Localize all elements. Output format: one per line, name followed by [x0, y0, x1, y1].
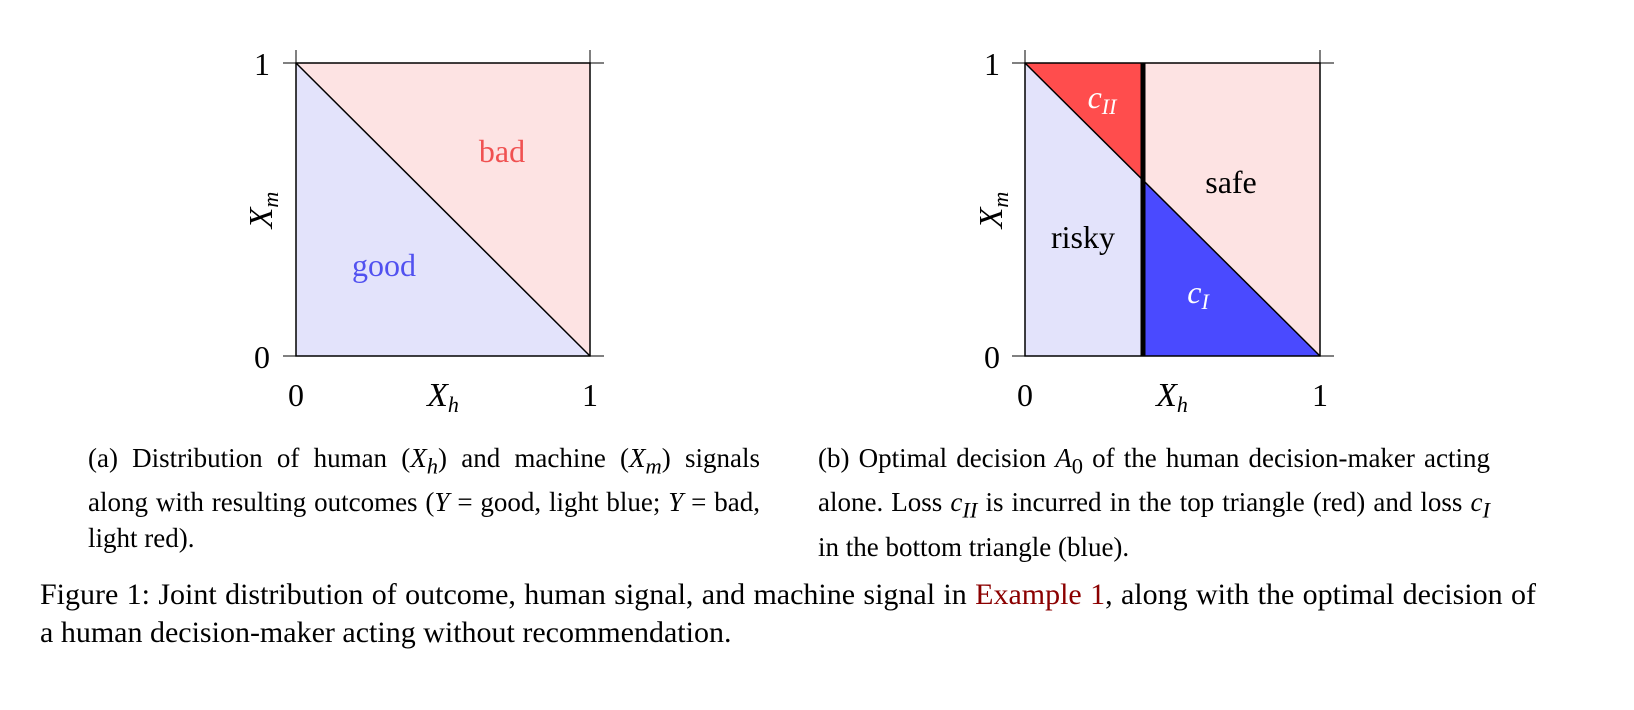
- x-tick-1: 1: [582, 377, 598, 413]
- x-tick-1: 1: [1312, 377, 1328, 413]
- region-label-safe: safe: [1205, 164, 1257, 200]
- subcaption-b: (b) Optimal decision A0 of the human dec…: [818, 443, 1490, 562]
- region-label-risky: risky: [1051, 219, 1115, 255]
- y-tick-0: 0: [254, 339, 270, 375]
- region-label-cII: cII: [1088, 79, 1119, 119]
- diagonal-boundary: [295, 62, 591, 357]
- region-label-good: good: [352, 247, 416, 283]
- safe-region: [1143, 63, 1320, 356]
- region-label-bad: bad: [479, 133, 525, 169]
- x-axis-label: Xh: [1154, 377, 1188, 417]
- y-axis-label: Xm: [973, 192, 1013, 231]
- example-link[interactable]: Example 1: [975, 578, 1106, 611]
- x-tick-0: 0: [288, 377, 304, 413]
- diagonal-boundary: [1024, 62, 1321, 357]
- panel-a-plot: 1 0 0 1 Xh Xm bad good: [243, 46, 604, 417]
- y-tick-0: 0: [984, 339, 1000, 375]
- x-tick-0: 0: [1017, 377, 1033, 413]
- region-label-cI: cI: [1187, 274, 1210, 314]
- y-tick-1: 1: [984, 46, 1000, 82]
- y-tick-1: 1: [254, 46, 270, 82]
- subcaption-a: (a) Distribution of human (Xh) and machi…: [88, 443, 760, 554]
- panel-b-plot: 1 0 0 1 Xh Xm cII safe risky cI: [973, 46, 1334, 417]
- plot-frame: [295, 62, 591, 357]
- plot-frame: [1024, 62, 1321, 357]
- figure-caption: Figure 1: Joint distribution of outcome,…: [40, 578, 1536, 649]
- risky-region: [1025, 63, 1143, 356]
